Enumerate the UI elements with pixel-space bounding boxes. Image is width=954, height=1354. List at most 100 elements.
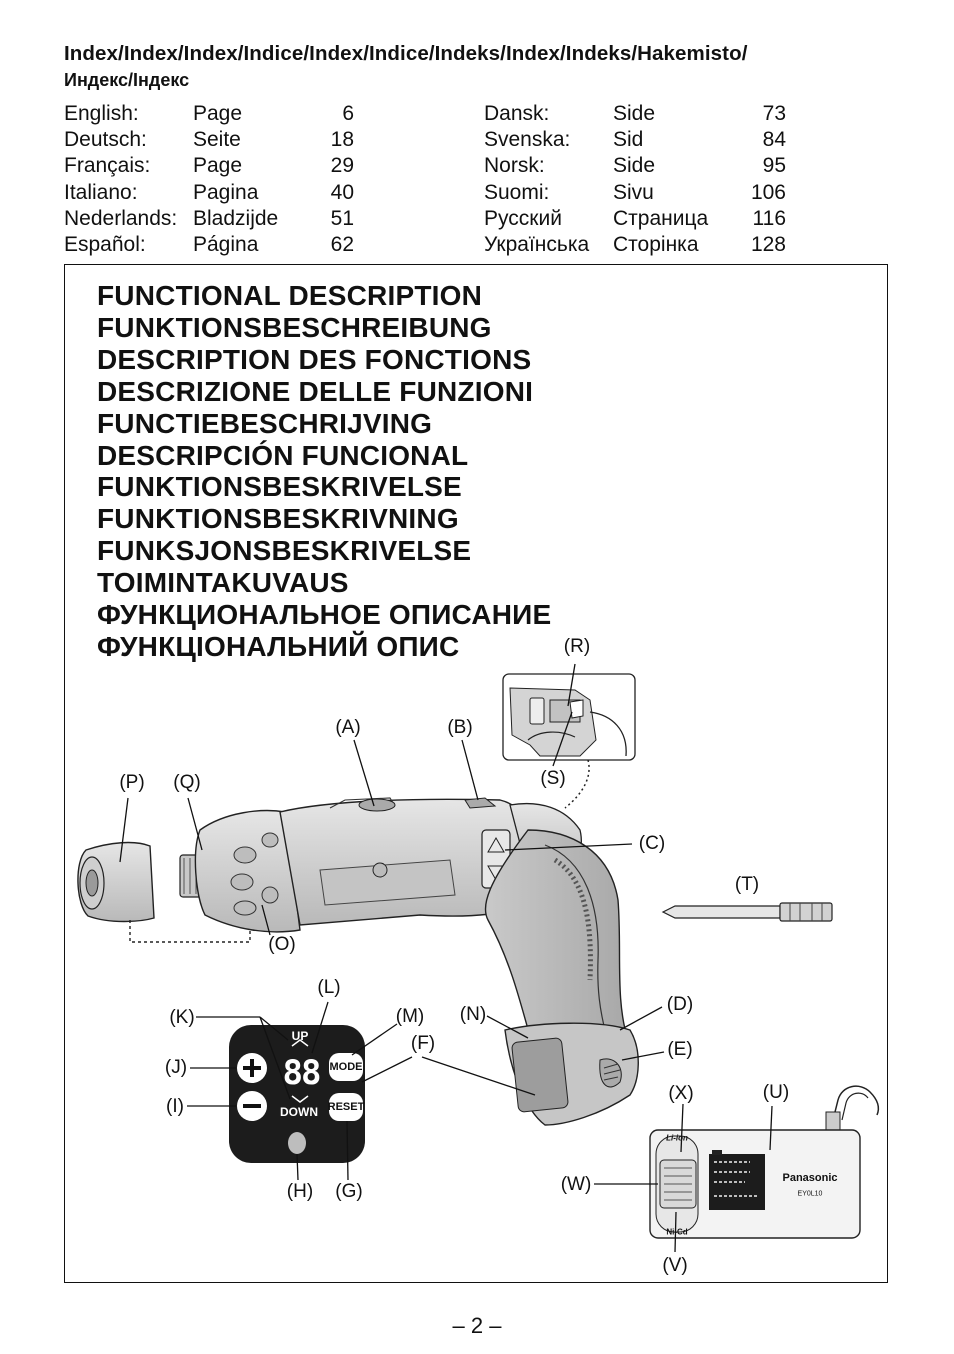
index-language: Deutsch:	[64, 128, 147, 152]
callout-h: (H)	[286, 1181, 314, 1202]
index-language: Svenska:	[484, 128, 571, 152]
callout-n: (N)	[459, 1004, 487, 1025]
drill-body	[179, 797, 639, 1126]
panel-up-label: UP	[291, 1029, 309, 1043]
index-language: Dansk:	[484, 102, 550, 125]
page-number: – 2 –	[452, 1313, 502, 1338]
index-row: Українська Сторінка 128	[484, 232, 794, 258]
index-page-word: Side	[613, 102, 656, 125]
callout-m: (M)	[395, 1006, 425, 1027]
callout-t: (T)	[734, 874, 760, 895]
driver-bit	[661, 902, 833, 922]
section-title: ФУНКЦИОНАЛЬНОЕ ОПИСАНИЕ	[97, 599, 552, 631]
callout-d: (D)	[666, 994, 694, 1015]
index-row: Dansk: Side 73	[484, 101, 794, 127]
index-page-word: Page	[193, 154, 243, 178]
index-page-number: 73	[762, 102, 786, 125]
index-subheading: Индекс/Індекс	[64, 70, 190, 90]
callout-b: (B)	[447, 717, 473, 738]
callout-j: (J)	[164, 1057, 188, 1078]
index-page-word: Страница	[613, 206, 709, 230]
index-page-number: 95	[762, 154, 786, 178]
index-table-left: English: Page 6 Deutsch: Seite 18 Français: P…	[64, 101, 364, 258]
index-page-number: 128	[750, 232, 786, 256]
index-row: Русский Страница 116	[484, 206, 794, 232]
index-page-word: Seite	[193, 128, 241, 152]
callout-p: (P)	[119, 772, 145, 793]
section-title: DESCRIPTION DES FONCTIONS	[97, 343, 532, 375]
index-row: Norsk: Side 95	[484, 153, 794, 179]
callout-o: (O)	[268, 934, 296, 955]
charger	[649, 1085, 880, 1239]
section-title: FUNCTIONAL DESCRIPTION	[97, 280, 482, 311]
index-language: Nederlands:	[64, 206, 178, 230]
index-language: Français:	[64, 154, 151, 178]
section-titles: FUNCTIONAL DESCRIPTION FUNKTIONSBESCHREI…	[97, 280, 551, 663]
minus-button[interactable]: −	[249, 1101, 255, 1112]
index-language: Español:	[64, 232, 146, 256]
callout-e: (E)	[667, 1039, 693, 1060]
index-row: Deutsch: Seite 18	[64, 127, 364, 153]
inset-leader	[564, 759, 590, 809]
index-language: Italiano:	[64, 180, 138, 204]
index-row: Nederlands: Bladzijde 51	[64, 206, 364, 232]
callout-u: (U)	[762, 1082, 790, 1103]
index-page-word: Sid	[613, 128, 644, 152]
index-page-number: 6	[342, 102, 354, 125]
section-title: FUNKTIONSBESCHREIBUNG	[97, 311, 492, 343]
charger-li-ion-label: Li-ion	[666, 1133, 688, 1143]
index-row: English: Page 6	[64, 101, 364, 127]
callout-c: (C)	[638, 833, 666, 854]
charger-brand: Panasonic	[782, 1172, 838, 1184]
index-page-number: 51	[330, 206, 354, 230]
index-language: Suomi:	[484, 180, 550, 204]
charger-model: EY0L10	[797, 1190, 823, 1198]
index-page-number: 116	[752, 206, 786, 230]
index-page-word: Página	[193, 232, 259, 256]
index-page-word: Bladzijde	[193, 206, 279, 230]
callout-a: (A)	[335, 717, 361, 738]
index-page-number: 18	[330, 128, 354, 152]
figure-frame	[64, 264, 888, 1283]
section-title: FUNKSJONSBESKRIVELSE	[97, 535, 472, 567]
charger-ni-cd-label: Ni-Cd	[666, 1227, 688, 1237]
index-heading: Index/Index/Index/Indice/Index/Indice/In…	[64, 42, 748, 65]
index-page-word: Сторінка	[613, 232, 699, 256]
section-title: DESCRIZIONE DELLE FUNZIONI	[97, 375, 534, 407]
index-page-word: Side	[613, 154, 656, 178]
index-page-number: 29	[330, 154, 354, 178]
panel-down-label: DOWN	[280, 1105, 318, 1119]
index-page-word: Page	[193, 102, 243, 125]
panel-display: 88	[282, 1053, 322, 1093]
control-panel	[229, 1025, 365, 1163]
section-title: FUNKTIONSBESKRIVNING	[97, 503, 459, 535]
mode-button[interactable]: MODE	[329, 1061, 363, 1073]
section-title: ФУНКЦІОНАЛЬНИЙ ОПИС	[97, 630, 460, 662]
index-language: Norsk:	[484, 154, 545, 178]
callout-k: (K)	[169, 1007, 195, 1028]
inset-detail	[502, 673, 636, 761]
callout-q: (Q)	[173, 772, 201, 793]
plus-button[interactable]: +	[249, 1062, 255, 1073]
index-page-number: 62	[330, 232, 354, 256]
index-page-number: 84	[762, 128, 786, 152]
leader-lines	[119, 663, 773, 1253]
section-title: FUNCTIEBESCHRIJVING	[97, 407, 433, 439]
reset-button[interactable]: RESET	[327, 1101, 365, 1113]
bit-cap	[77, 841, 155, 923]
callout-r: (R)	[563, 636, 591, 657]
index-language: Русский	[484, 206, 562, 230]
callout-i: (I)	[166, 1096, 184, 1117]
callout-g: (G)	[335, 1181, 363, 1202]
index-language: English:	[64, 102, 139, 125]
section-title: FUNKTIONSBESKRIVELSE	[97, 471, 462, 503]
index-page-word: Pagina	[193, 180, 259, 204]
callout-x: (X)	[668, 1083, 694, 1104]
callout-w: (W)	[560, 1174, 592, 1195]
callout-s: (S)	[540, 768, 566, 789]
index-language: Українська	[484, 232, 590, 256]
